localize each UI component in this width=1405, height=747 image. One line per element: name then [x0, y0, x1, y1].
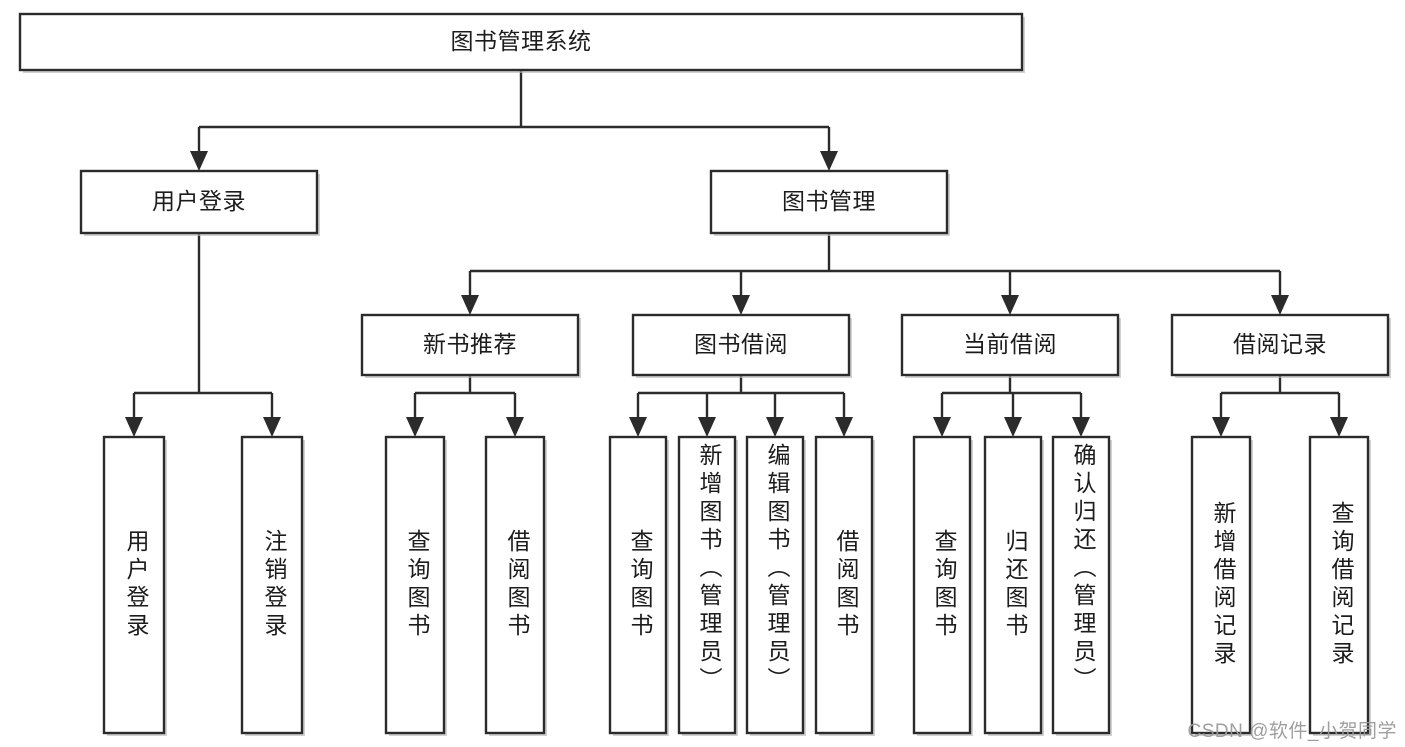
arrow-head-icon [1001, 295, 1019, 315]
leaf-node-box-leaf-add-book[interactable] [677, 435, 737, 735]
leaf-node-box-leaf-return-book[interactable] [983, 435, 1043, 735]
level3-node-box-current-borrow[interactable] [900, 313, 1120, 377]
watermark-text: CSDN @软件_小贺同学 [1187, 721, 1397, 742]
leaf-node-box-leaf-confirm-return[interactable] [1051, 435, 1111, 735]
level3-node-box-new-book-recommend[interactable] [360, 313, 580, 377]
level3-node-label-borrow-record: 借阅记录 [1233, 331, 1327, 357]
arrow-head-icon [835, 417, 853, 437]
arrow-head-icon [933, 417, 951, 437]
level3-node-label-current-borrow: 当前借阅 [963, 331, 1057, 357]
arrow-head-icon [406, 417, 424, 437]
arrow-head-icon [125, 417, 143, 437]
arrow-head-icon [1072, 417, 1090, 437]
arrow-head-icon [820, 151, 838, 171]
arrow-head-icon [506, 417, 524, 437]
connector-layer [125, 70, 1348, 437]
arrow-head-icon [629, 417, 647, 437]
leaf-node-box-leaf-user-login[interactable] [102, 435, 166, 735]
arrow-head-icon [766, 417, 784, 437]
leaf-node-box-leaf-borrow-book-1[interactable] [484, 435, 546, 735]
level3-node-label-book-borrow: 图书借阅 [694, 331, 788, 357]
leaf-node-box-leaf-edit-book[interactable] [745, 435, 805, 735]
level3-node-box-book-borrow[interactable] [631, 313, 851, 377]
root-node-box[interactable] [18, 12, 1024, 72]
node-box-layer [18, 12, 1391, 736]
leaf-node-box-leaf-query-book-3[interactable] [912, 435, 972, 735]
arrow-head-icon [263, 417, 281, 437]
level2-node-label-book-management: 图书管理 [782, 188, 876, 214]
arrow-head-icon [1004, 417, 1022, 437]
root-node-label: 图书管理系统 [451, 28, 592, 54]
leaf-node-box-leaf-query-record[interactable] [1308, 435, 1370, 735]
leaf-node-box-leaf-add-record[interactable] [1190, 435, 1252, 735]
level3-node-label-new-book-recommend: 新书推荐 [423, 331, 517, 357]
level2-node-label-user-login: 用户登录 [152, 188, 246, 214]
arrow-head-icon [1330, 417, 1348, 437]
level2-node-box-user-login[interactable] [79, 169, 319, 235]
arrow-head-icon [461, 295, 479, 315]
arrow-head-icon [1271, 295, 1289, 315]
level2-node-box-book-management[interactable] [709, 169, 949, 235]
leaf-node-box-leaf-query-book-2[interactable] [608, 435, 668, 735]
leaf-node-box-leaf-query-book-1[interactable] [384, 435, 446, 735]
arrow-head-icon [1212, 417, 1230, 437]
arrow-head-icon [732, 295, 750, 315]
arrow-head-icon [190, 151, 208, 171]
leaf-node-box-leaf-user-logout[interactable] [240, 435, 304, 735]
level3-node-box-borrow-record[interactable] [1170, 313, 1390, 377]
leaf-node-box-leaf-borrow-book-2[interactable] [814, 435, 874, 735]
arrow-head-icon [698, 417, 716, 437]
